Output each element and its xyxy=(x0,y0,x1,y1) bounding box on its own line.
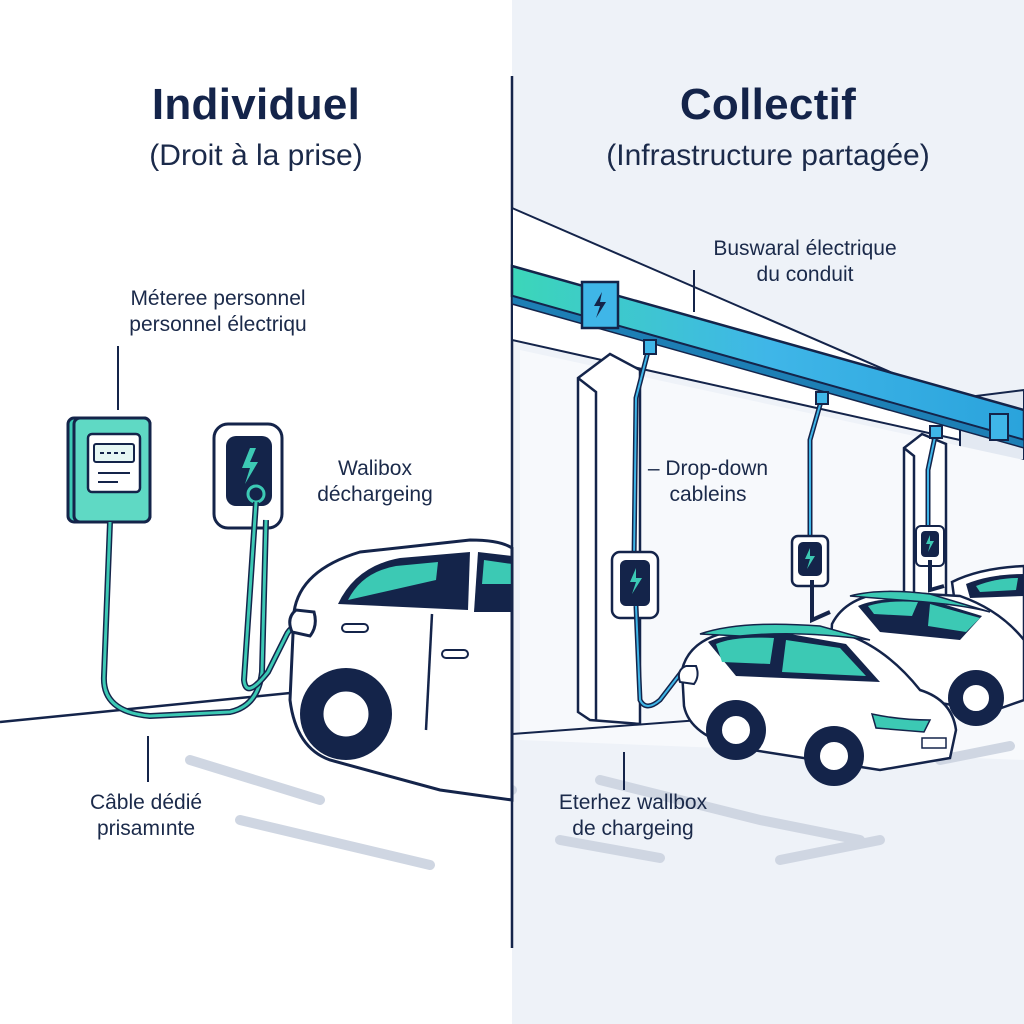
meter-label: Méteree personnel personnel électriqu xyxy=(129,287,307,336)
busway-conduit xyxy=(510,264,1024,449)
collective-subtitle: (Infrastructure partagée) xyxy=(606,139,930,172)
collective-scene xyxy=(510,206,1024,865)
electric-meter-icon xyxy=(66,416,152,524)
collective-title: Collectif xyxy=(679,80,857,129)
drop-down-cables xyxy=(631,339,943,561)
electric-car-left xyxy=(288,538,514,802)
individual-subtitle: (Droit à la prise) xyxy=(149,139,363,172)
wallbox-charger-icon xyxy=(212,422,284,530)
busway-label: Buswaral électrique du conduit xyxy=(713,237,897,286)
individual-title: Individuel xyxy=(151,80,361,129)
cable-label: Câble dédié prisamınte xyxy=(89,791,203,840)
electric-car-front xyxy=(677,623,958,786)
individual-scene xyxy=(0,346,517,870)
drop-down-cable-label: – Drop-down cableins xyxy=(647,457,769,506)
wallbox-label: Walibox déchargeing xyxy=(317,457,433,506)
collective-wallbox-label: Eterhez wallbox de chargeing xyxy=(558,791,708,840)
